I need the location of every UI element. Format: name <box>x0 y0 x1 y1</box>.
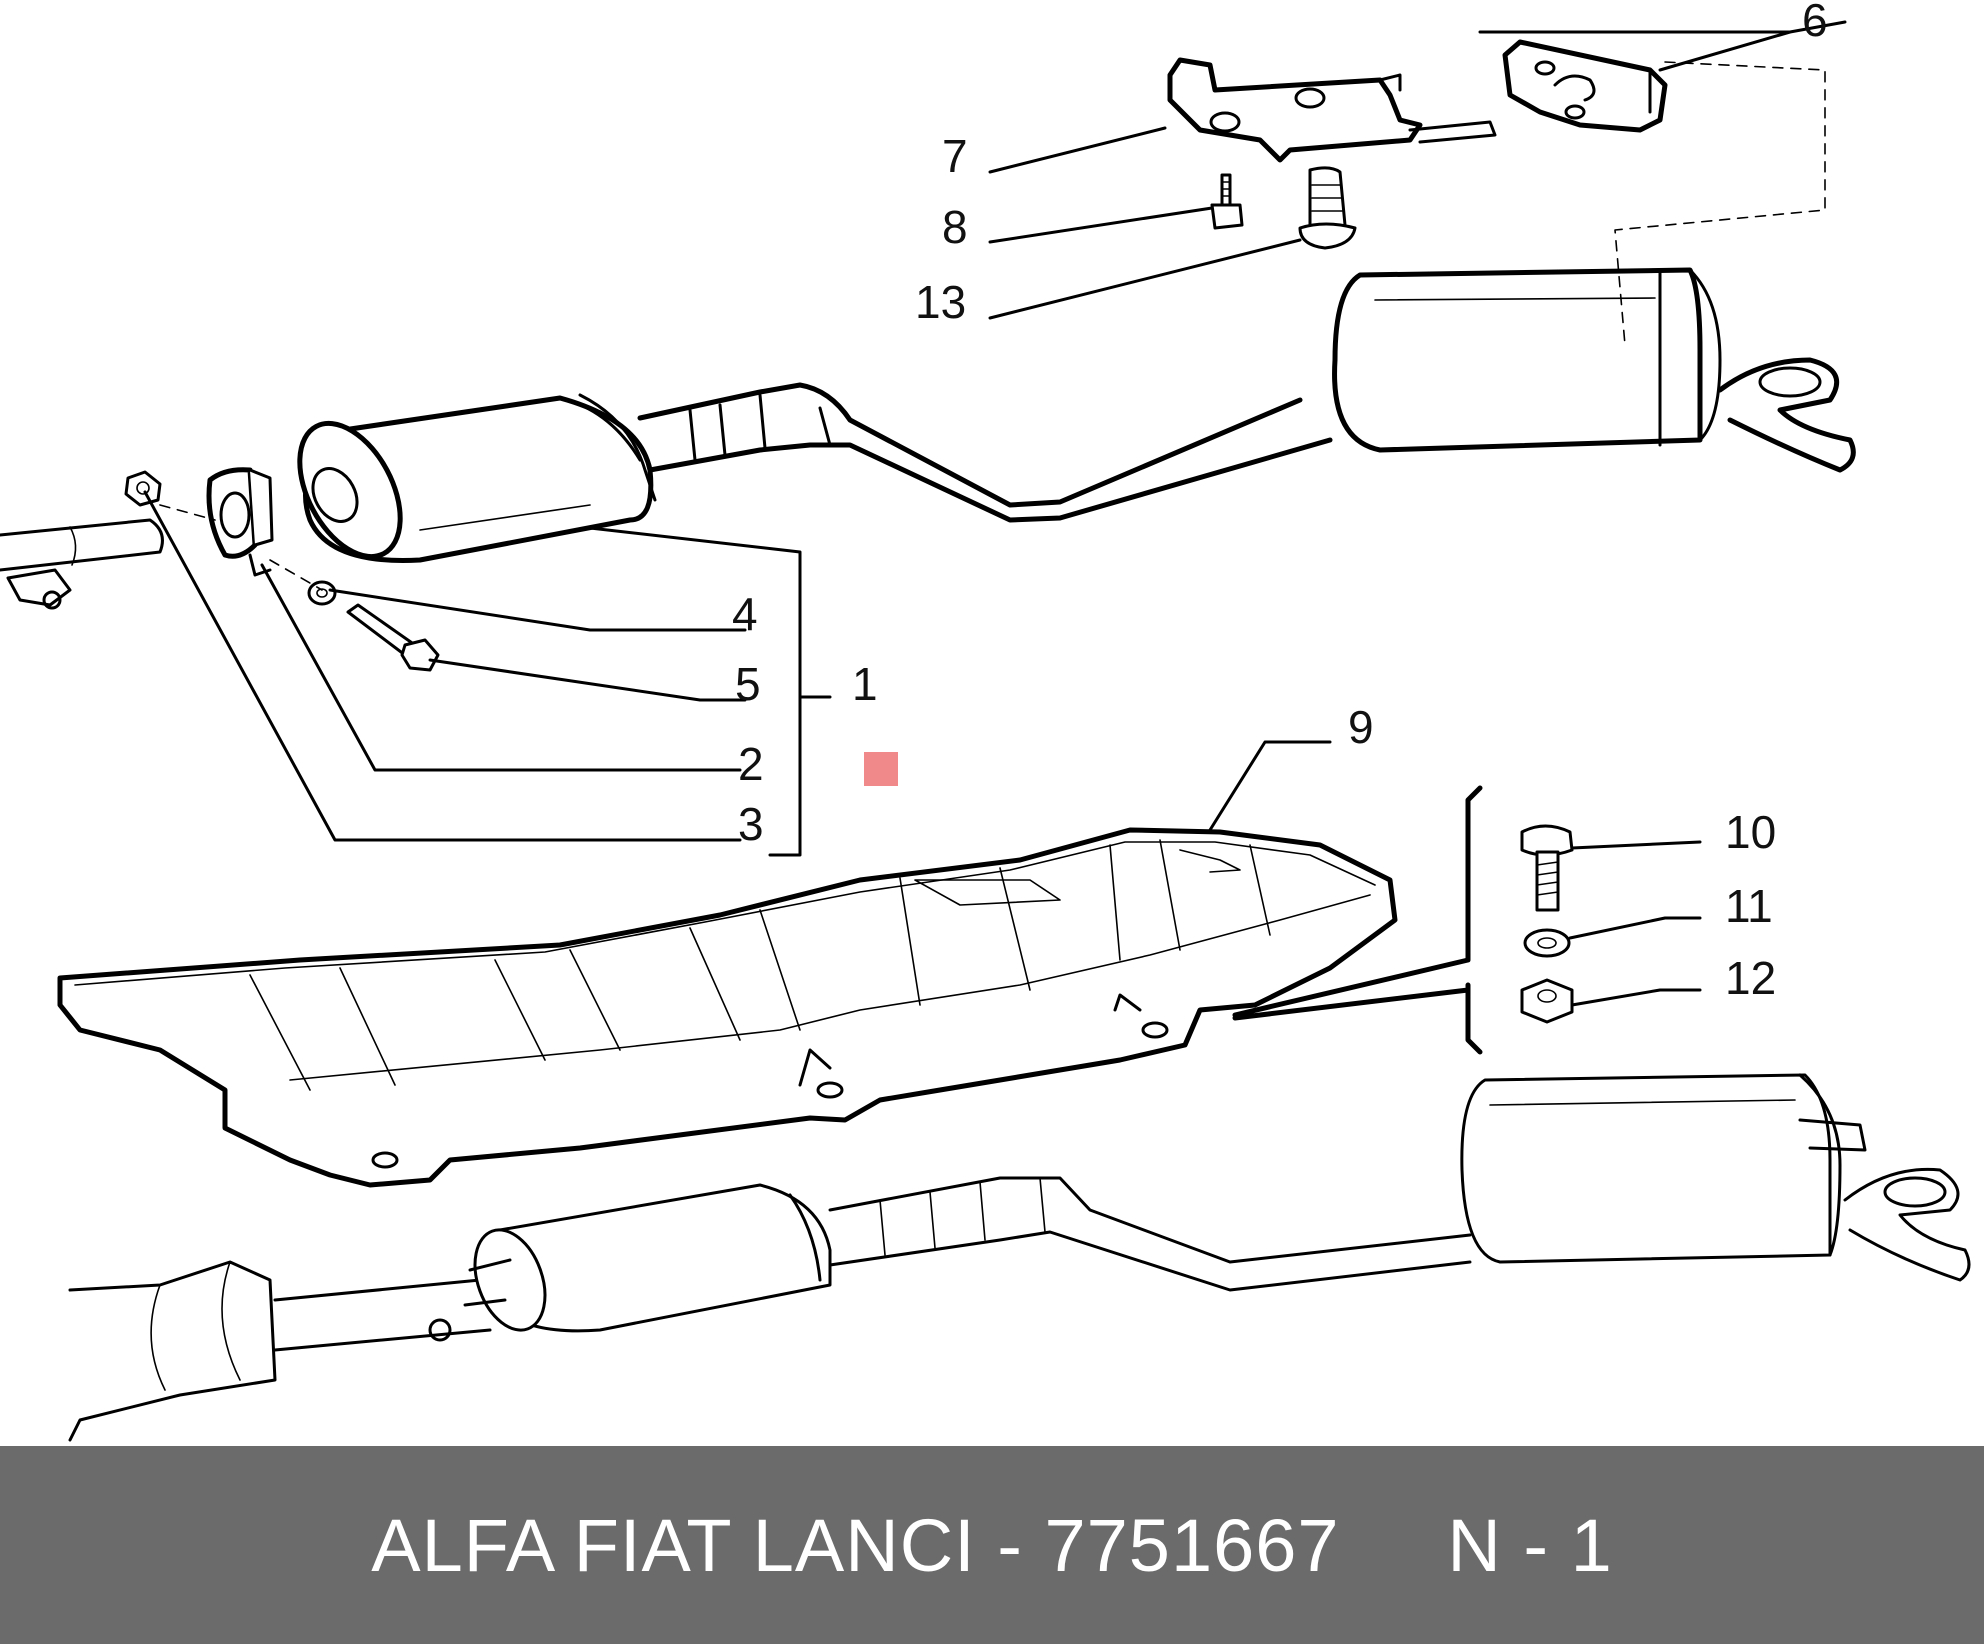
bolt-5 <box>346 603 440 672</box>
callout-5: 5 <box>735 658 761 710</box>
clamp-2 <box>206 467 274 577</box>
nut-3 <box>124 470 162 507</box>
callout-8: 8 <box>942 201 968 253</box>
highlight-marker <box>864 752 898 786</box>
stud-13 <box>1298 166 1357 250</box>
callout-3: 3 <box>738 798 764 850</box>
caption-bar: ALFA FIAT LANCI - 7751667 N - 1 <box>0 1446 1984 1644</box>
washer-4 <box>307 580 337 606</box>
callout-2: 2 <box>738 738 764 790</box>
part-caption: ALFA FIAT LANCI - 7751667 N - 1 <box>371 1503 1613 1587</box>
hanger-bracket <box>1167 57 1497 163</box>
callout-4: 4 <box>732 588 758 640</box>
callout-labels: 1 2 3 4 5 6 7 8 9 10 11 12 13 <box>732 0 1828 1004</box>
callout-9: 9 <box>1348 701 1374 753</box>
left-pipe-stub <box>0 518 164 610</box>
callout-12: 12 <box>1725 952 1776 1004</box>
assembly-guide-lines <box>159 61 1826 591</box>
nut-12 <box>1520 978 1574 1024</box>
rear-muffler-lower <box>1460 1073 1971 1282</box>
washer-11 <box>1523 928 1571 958</box>
catalytic-converter <box>68 1260 492 1442</box>
callout-10: 10 <box>1725 806 1776 858</box>
rear-muffler-upper <box>1332 267 1856 473</box>
callout-1: 1 <box>852 658 878 710</box>
leader-lines <box>143 20 1847 1055</box>
callout-13: 13 <box>915 276 966 328</box>
heat-shield <box>57 827 1398 1188</box>
front-muffler <box>297 382 1333 563</box>
rubber-mount <box>1502 39 1668 133</box>
exhaust-parts-diagram: 1 2 3 4 5 6 7 8 9 10 11 12 13 <box>0 0 1971 1442</box>
bolt-10 <box>1520 824 1574 912</box>
callout-11: 11 <box>1725 880 1773 932</box>
callout-7: 7 <box>942 130 968 182</box>
bolt-8 <box>1210 173 1244 230</box>
callout-6: 6 <box>1802 0 1828 46</box>
lower-front-muffler <box>463 1176 1472 1333</box>
